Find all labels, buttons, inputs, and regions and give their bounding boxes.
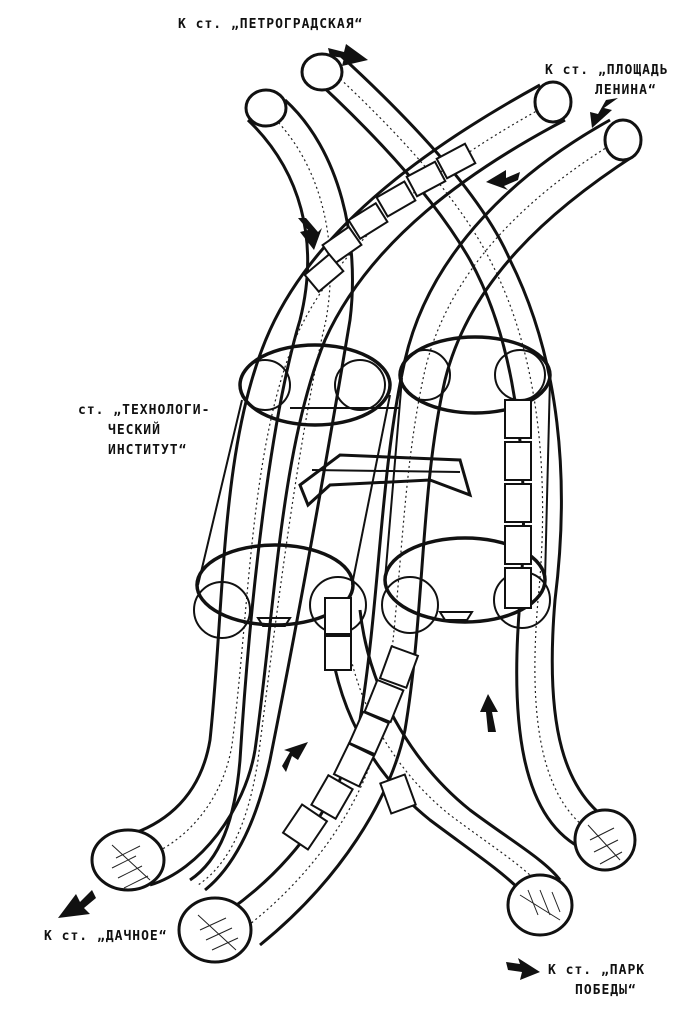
portal-bottom-dachnoe-2	[177, 896, 253, 964]
portal-bottom-parkpobedy-2	[573, 808, 637, 872]
tunnel-ploshchadlenina-dachnoe	[109, 83, 566, 887]
portal-bottom-dachnoe-1	[90, 828, 166, 892]
label-dachnoe: К ст. „ДАЧНОЕ“	[44, 929, 168, 944]
arrow-top-left-in	[298, 218, 322, 250]
label-petrogradskaya: К ст. „ПЕТРОГРАДСКАЯ“	[178, 17, 364, 32]
portal-top-ploshchad-1	[533, 80, 573, 124]
label-park-pobedy-line1: К ст. „ПАРК	[548, 963, 646, 978]
arrow-petrogradskaya-out	[328, 44, 368, 66]
arrow-ploshchad-out	[590, 98, 618, 128]
portal-top-left	[244, 88, 288, 128]
label-park-pobedy-line2: ПОБЕДЫ“	[575, 983, 637, 998]
arrow-top-right-in	[486, 170, 520, 190]
train-center-bottom	[281, 597, 420, 851]
tunnel-center-parkpobedy	[328, 609, 562, 892]
station-upper-hall	[238, 335, 552, 427]
portal-bottom-parkpobedy-1	[506, 873, 574, 937]
portal-top-ploshchad-2	[603, 118, 643, 162]
label-station-line2: ЧЕСКИЙ	[108, 423, 161, 438]
transfer-bridge	[298, 453, 473, 508]
label-station-line3: ИНСТИТУТ“	[108, 443, 188, 458]
arrow-dachnoe-out	[58, 890, 96, 918]
portal-top-petrogradskaya	[300, 52, 344, 92]
label-ploshchad-lenina-line2: ЛЕНИНА“	[595, 83, 657, 98]
train-top	[303, 142, 477, 294]
train-right-platform	[504, 399, 532, 609]
tunnel-petrogradskaya-parkpobedy	[303, 53, 626, 852]
station-lower-hall	[193, 377, 551, 639]
arrow-bottom-right-up	[480, 694, 498, 732]
tunnel-petrogradskaya-dachnoe	[189, 98, 354, 892]
arrow-bottom-center-up	[282, 742, 308, 772]
label-ploshchad-lenina-line1: К ст. „ПЛОЩАДЬ	[545, 63, 669, 78]
label-station-line1: ст. „ТЕХНОЛОГИ-	[78, 403, 211, 418]
arrow-parkpobedy-out	[506, 958, 540, 980]
